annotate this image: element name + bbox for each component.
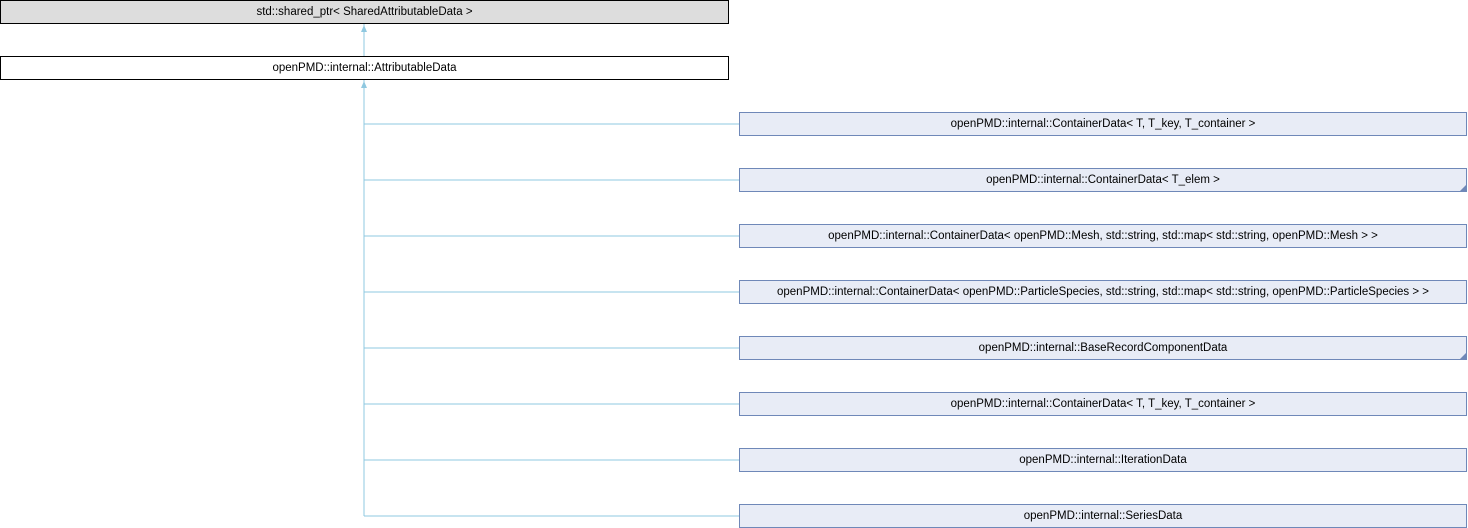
arrowhead-root [361,25,367,32]
node-label: openPMD::internal::IterationData [1019,454,1187,466]
arrowhead-base [361,81,367,88]
node-derived-class[interactable]: openPMD::internal::ContainerData< openPM… [739,224,1467,248]
node-label: openPMD::internal::SeriesData [1023,510,1183,522]
node-attributable-data[interactable]: openPMD::internal::AttributableData [0,56,729,80]
more-subclasses-marker [1460,353,1466,359]
node-label: openPMD::internal::AttributableData [272,62,457,74]
node-derived-class[interactable]: openPMD::internal::BaseRecordComponentDa… [739,336,1467,360]
more-subclasses-marker [1460,185,1466,191]
node-derived-class[interactable]: openPMD::internal::SeriesData [739,504,1467,528]
node-derived-class[interactable]: openPMD::internal::ContainerData< T, T_k… [739,112,1467,136]
node-label: openPMD::internal::ContainerData< openPM… [828,230,1378,242]
node-label: openPMD::internal::ContainerData< T, T_k… [950,398,1256,410]
node-label: std::shared_ptr< SharedAttributableData … [256,6,473,18]
node-derived-class[interactable]: openPMD::internal::IterationData [739,448,1467,472]
node-derived-class[interactable]: openPMD::internal::ContainerData< T, T_k… [739,392,1467,416]
node-derived-class[interactable]: openPMD::internal::ContainerData< openPM… [739,280,1467,304]
node-label: openPMD::internal::ContainerData< T_elem… [986,174,1220,186]
node-label: openPMD::internal::ContainerData< openPM… [777,286,1429,298]
node-label: openPMD::internal::BaseRecordComponentDa… [978,342,1228,354]
node-label: openPMD::internal::ContainerData< T, T_k… [950,118,1256,130]
node-derived-class[interactable]: openPMD::internal::ContainerData< T_elem… [739,168,1467,192]
node-shared-ptr[interactable]: std::shared_ptr< SharedAttributableData … [0,0,729,24]
